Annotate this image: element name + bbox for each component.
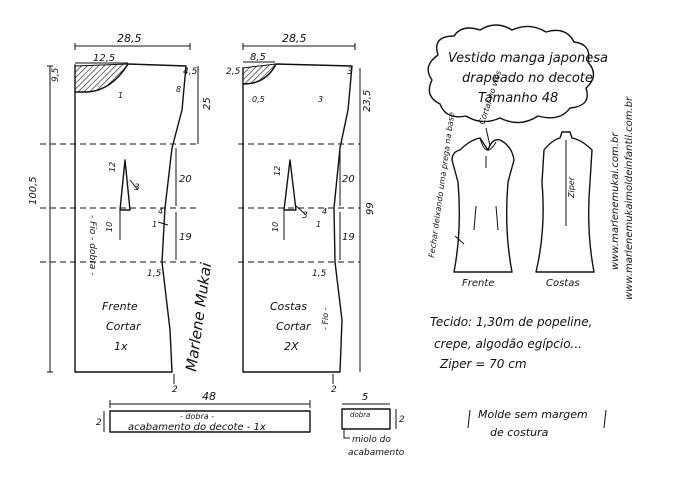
note-cut-bias-arrow — [485, 127, 491, 147]
front-pattern-piece: 28,5 12,5 100,5 9,5 4,5 1 8 25 20 19 1,5… — [28, 32, 213, 395]
title-cloud: Vestido manga japonesa drapeado no decot… — [427, 24, 608, 124]
fabric-line-1: Tecido: 1,30m de popeline, — [430, 315, 592, 329]
back-cut-qty: 2X — [284, 340, 299, 353]
front-dart-arrow — [129, 179, 139, 191]
front-side-1: 1 — [152, 220, 157, 229]
front-fold-label: - Fio - dobra - — [87, 215, 97, 276]
neck-facing-piece: 48 - dobra - acabamento do decote - 1x 2 — [96, 390, 311, 433]
back-width-dim-ticks — [242, 43, 356, 50]
front-dim-bottom: 2 — [172, 385, 178, 395]
front-sketch-neck — [479, 137, 497, 151]
title-cloud-outline — [427, 24, 595, 124]
note-bracket-left — [467, 409, 471, 429]
small-label-arrow — [343, 429, 350, 439]
back-dim-bottom: 2 — [331, 385, 337, 395]
fabric-info: Tecido: 1,30m de popeline, crepe, algodã… — [430, 315, 592, 371]
front-shoulder-rise: 4,5 — [183, 67, 198, 77]
front-hem-flare: 1,5 — [147, 269, 162, 279]
back-dart-width: 3 — [302, 211, 308, 221]
fabric-line-2: crepe, algodão egípcio... — [434, 337, 582, 351]
back-neck-hatch — [242, 63, 277, 85]
facing-rect — [109, 410, 311, 433]
front-hip-length: 19 — [179, 232, 192, 243]
front-neck-dim-1: 1 — [118, 91, 123, 100]
front-total-length: 100,5 — [28, 176, 39, 205]
back-dart — [283, 159, 297, 211]
back-dress-sketch: Ziper Costas — [535, 131, 595, 289]
back-side-1: 1 — [316, 220, 321, 229]
facing-length-ticks — [109, 400, 311, 408]
facing-length: 48 — [202, 390, 216, 403]
front-dart — [119, 159, 131, 211]
front-width-dim-ticks — [74, 43, 191, 50]
small-rect — [341, 408, 391, 430]
front-dart-length-1: 12 — [108, 162, 117, 172]
small-fold-label: dobra — [350, 411, 370, 419]
back-hem-flare: 1,5 — [312, 269, 327, 279]
back-label: Costas — [270, 300, 307, 313]
front-sketch-dart-right — [495, 205, 499, 231]
front-side-arrow — [157, 221, 169, 226]
back-waist-length: 20 — [342, 174, 355, 185]
back-hip-length: 19 — [342, 232, 355, 243]
back-dart-length-2: 10 — [271, 222, 280, 232]
front-shoulder-drop: 9,5 — [51, 67, 61, 82]
front-side-2: 4 — [158, 207, 163, 216]
front-cut-label: Cortar — [106, 320, 142, 333]
back-neck-width: 8,5 — [250, 52, 266, 63]
front-cut-qty: 1x — [114, 340, 128, 353]
small-width: 5 — [362, 392, 368, 403]
back-side-3: 3 — [318, 95, 323, 104]
front-neck-hatch — [74, 63, 129, 93]
front-width-top: 28,5 — [117, 32, 142, 45]
back-sketch-outline — [535, 131, 595, 273]
front-sketch-label: Frente — [462, 278, 494, 289]
back-side-2: 4 — [322, 207, 327, 216]
back-sketch-label: Costas — [546, 278, 580, 289]
back-sketch-zipper-label: Ziper — [567, 176, 576, 199]
seam-allowance-note: Molde sem margem de costura — [467, 408, 607, 439]
front-length-dim-ticks — [47, 65, 53, 373]
small-label-2: acabamento — [348, 448, 405, 458]
back-shoulder-rise: 3 — [347, 67, 353, 77]
front-label: Frente — [102, 300, 138, 313]
front-neck-dim-2: 8 — [176, 85, 181, 94]
back-armhole-depth: 23,5 — [362, 90, 373, 112]
front-waist-length: 20 — [179, 174, 192, 185]
small-label-1: miolo do — [352, 435, 391, 445]
facing-core-piece: 5 dobra 2 miolo do acabamento — [341, 392, 405, 458]
front-sketch-outline — [451, 137, 515, 273]
note-line-2: de costura — [490, 426, 549, 439]
small-height: 2 — [399, 415, 405, 425]
back-width-top: 28,5 — [282, 32, 307, 45]
facing-label: acabamento do decote - 1x — [128, 422, 266, 433]
back-shoulder-drop: 2,5 — [226, 67, 241, 77]
front-sketch-arrow — [454, 235, 465, 245]
front-dart-width: 3 — [134, 183, 140, 193]
fabric-line-3: Ziper = 70 cm — [439, 357, 527, 371]
signature-mark: Marlene Mukai — [182, 261, 215, 373]
back-dart-length-1: 12 — [273, 166, 282, 176]
title-line-3: Tamanho 48 — [478, 91, 558, 106]
note-bracket-right — [603, 409, 607, 429]
facing-height: 2 — [96, 418, 102, 428]
back-grain-label: - Fio - — [321, 307, 330, 330]
back-total-length: 99 — [365, 202, 376, 215]
title-line-1: Vestido manga japonesa — [448, 51, 608, 66]
back-cut-label: Cortar — [276, 320, 312, 333]
watermark-line-2: www.marlenemukai.com.br — [610, 132, 621, 270]
front-armhole-depth: 25 — [202, 97, 213, 110]
note-fold: Fechar deixando uma prega na base — [427, 111, 456, 258]
watermark-line-1: www.marlenemukaimoldeinfantil.com.br — [624, 96, 635, 300]
front-dart-length-2: 10 — [105, 222, 114, 232]
back-neck-depth: 0,5 — [252, 95, 265, 104]
note-line-1: Molde sem margem — [478, 408, 588, 421]
back-pattern-piece: 28,5 8,5 2,5 3 0,5 3 23,5 99 20 19 1,5 1… — [226, 32, 376, 395]
title-line-2: drapeado no decote — [462, 71, 593, 86]
front-neck-width: 12,5 — [93, 53, 115, 64]
facing-fold-label: - dobra - — [180, 412, 214, 421]
back-dart-arrow — [295, 205, 306, 215]
front-sketch-dart-left — [473, 205, 477, 231]
